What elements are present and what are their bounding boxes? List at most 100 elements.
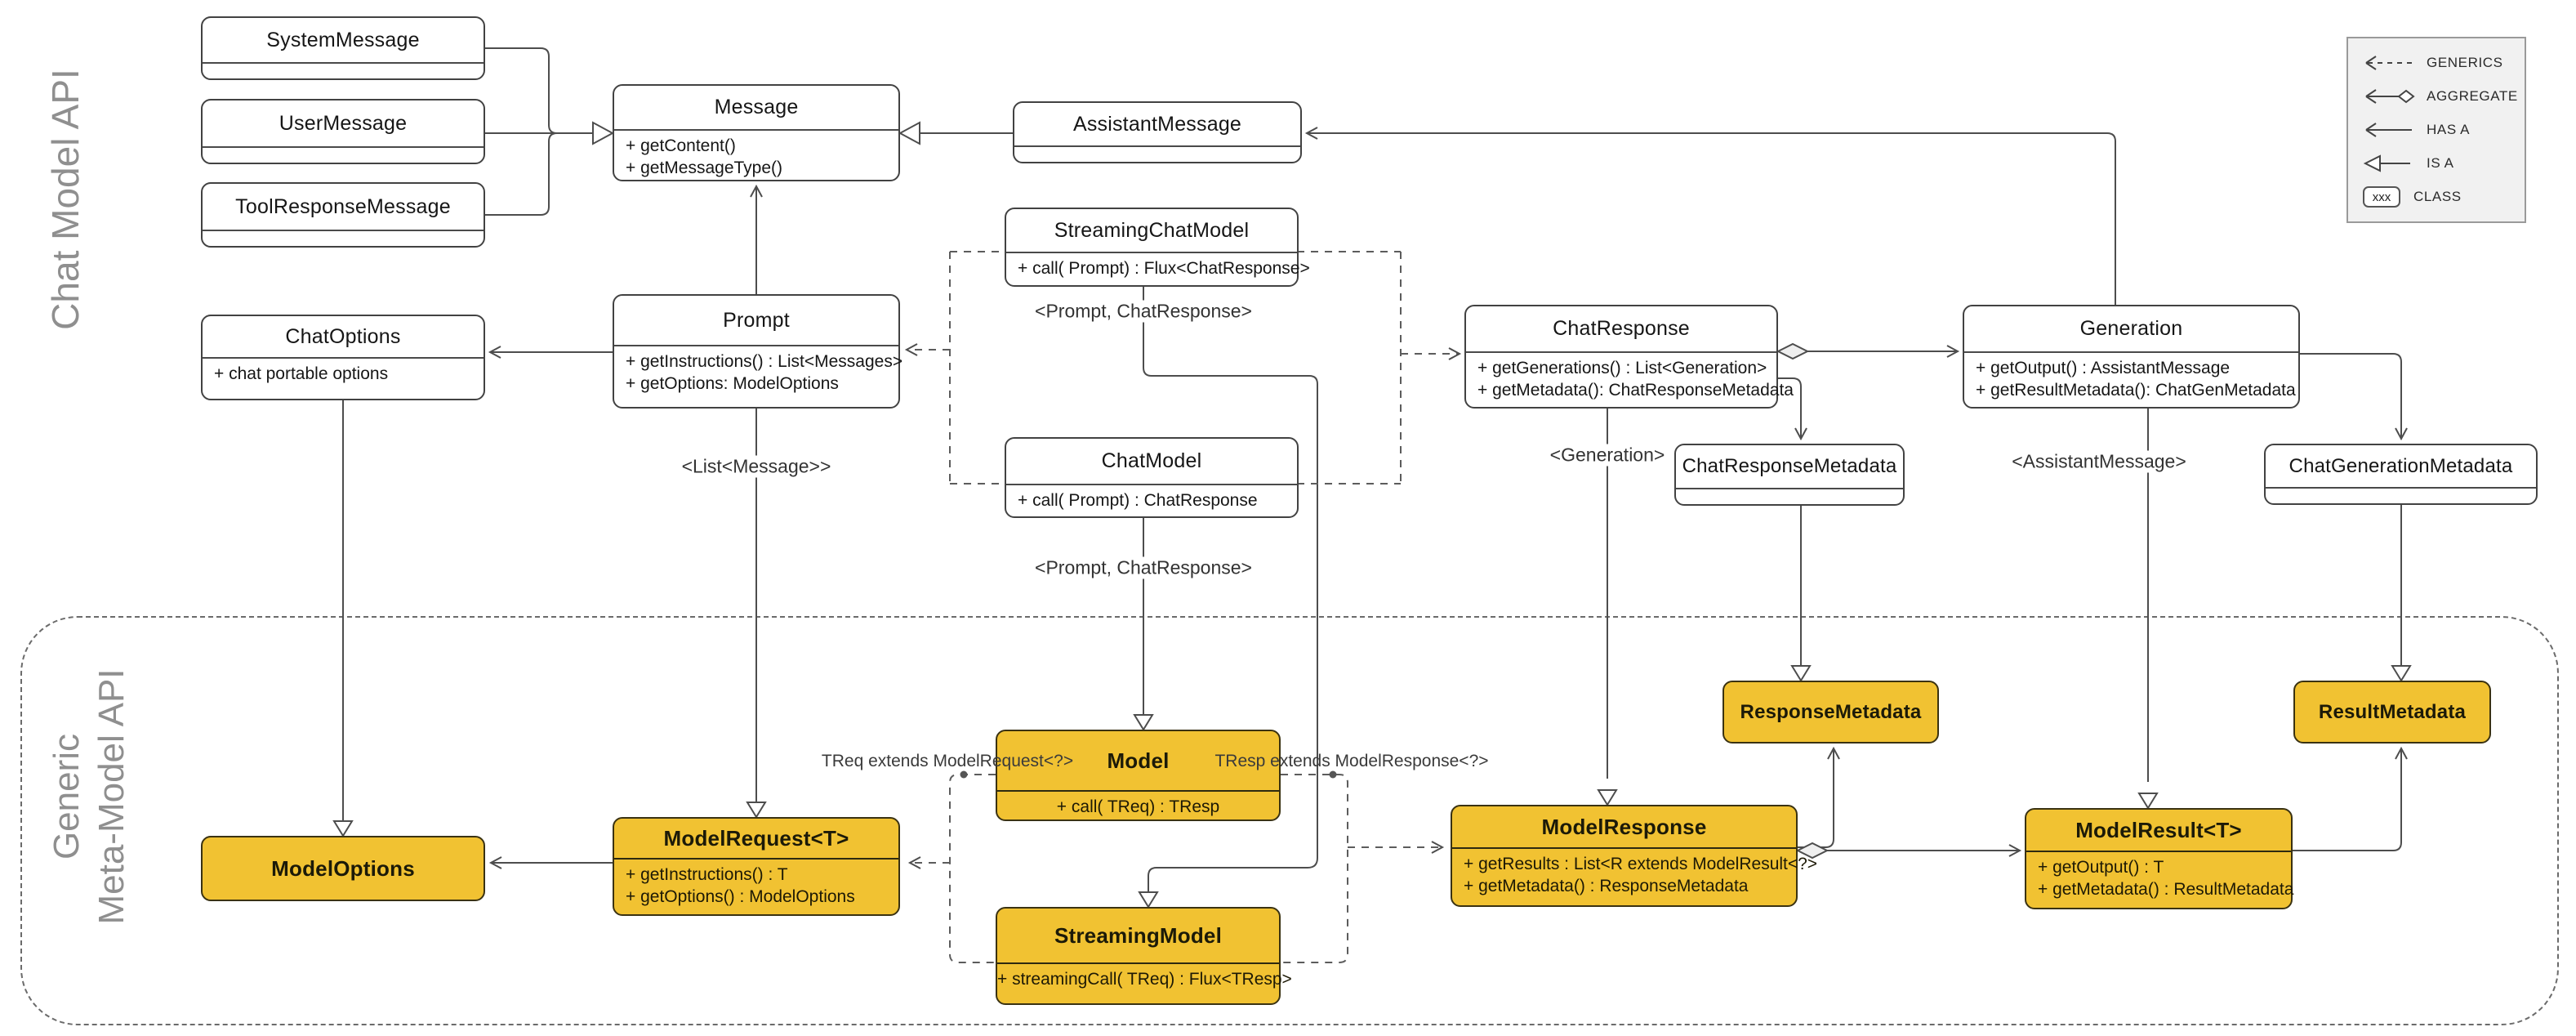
class-title: Prompt xyxy=(723,308,790,332)
class-box-chat-options: ChatOptions + chat portable options xyxy=(201,315,485,400)
method: + call( Prompt) : ChatResponse xyxy=(1018,491,1258,510)
method: + call( TReq) : TResp xyxy=(1056,797,1220,816)
class-title: ChatResponse xyxy=(1553,317,1690,340)
class-title: ResponseMetadata xyxy=(1740,700,1922,723)
methods-compartment: + call( TReq) : TResp xyxy=(997,790,1279,819)
legend-row-generics: GENERICS xyxy=(2363,51,2525,75)
class-box-result-metadata: ResultMetadata xyxy=(2293,681,2491,744)
legend-row-class: xxx CLASS xyxy=(2363,185,2525,209)
is-a-arrow-icon xyxy=(2363,154,2410,172)
class-box-streaming-model: StreamingModel + streamingCall( TReq) : … xyxy=(996,907,1292,1005)
methods-compartment: + getContent() + getMessageType() xyxy=(614,129,898,180)
class-title: SystemMessage xyxy=(266,28,420,51)
class-box-model-options: ModelOptions xyxy=(201,836,485,901)
legend-label: GENERICS xyxy=(2427,55,2503,71)
method: + getInstructions() : T xyxy=(626,865,788,884)
method: + getMetadata() : ResultMetadata xyxy=(2038,880,2294,899)
method: + getOutput() : AssistantMessage xyxy=(1976,359,2231,377)
class-box-model: Model + call( TReq) : TResp xyxy=(996,730,1281,821)
generics-label-chat-model: <Prompt, ChatResponse> xyxy=(1030,556,1257,579)
class-title: StreamingChatModel xyxy=(1054,218,1250,242)
class-title: ResultMetadata xyxy=(2318,700,2467,723)
method: + getOptions() : ModelOptions xyxy=(626,887,855,906)
method: + chat portable options xyxy=(214,364,389,383)
generics-arrow-icon xyxy=(2365,56,2413,71)
method: + getGenerations() : List<Generation> xyxy=(1477,359,1767,377)
method: + getResultMetadata(): ChatGenMetadata xyxy=(1976,381,2296,400)
method: + getInstructions() : List<Messages> xyxy=(626,352,903,371)
class-box-assistant-message: AssistantMessage xyxy=(1013,101,1302,163)
methods-compartment: + call( Prompt) : ChatResponse xyxy=(1006,484,1297,516)
class-title: Generation xyxy=(2079,317,2183,340)
method: + getMetadata(): ChatResponseMetadata xyxy=(1477,381,1794,400)
aggregate-arrow-icon xyxy=(2365,89,2415,105)
methods-compartment: + streamingCall( TReq) : Flux<TResp> xyxy=(997,962,1292,1003)
class-title: Model xyxy=(1107,748,1170,773)
empty-compartment xyxy=(1676,488,1903,504)
legend-label: HAS A xyxy=(2427,121,2471,137)
method: + getOutput() : T xyxy=(2038,858,2164,877)
class-box-model-result: ModelResult<T> + getOutput() : T + getMe… xyxy=(2025,808,2293,909)
class-box-chat-response-metadata: ChatResponseMetadata xyxy=(1674,444,1905,506)
class-box-prompt: Prompt + getInstructions() : List<Messag… xyxy=(613,294,903,409)
empty-compartment xyxy=(2266,487,2536,503)
class-box-message: Message + getContent() + getMessageType(… xyxy=(613,84,900,181)
class-title: Message xyxy=(714,96,799,118)
empty-compartment xyxy=(203,146,484,163)
methods-compartment: + chat portable options xyxy=(203,357,484,399)
class-box-chat-generation-metadata: ChatGenerationMetadata xyxy=(2264,444,2538,505)
method: + getMetadata() : ResponseMetadata xyxy=(1464,877,1749,895)
class-box-model-response: ModelResponse + getResults : List<R exte… xyxy=(1451,805,1818,907)
class-box-model-request: ModelRequest<T> + getInstructions() : T … xyxy=(613,817,900,916)
class-title: ModelResponse xyxy=(1541,814,1707,839)
empty-compartment xyxy=(203,230,484,246)
class-title: UserMessage xyxy=(279,111,408,135)
methods-compartment: + getInstructions() : List<Messages> + g… xyxy=(614,345,903,407)
method: + getOptions: ModelOptions xyxy=(626,374,839,393)
type-bound-label-tresp: TResp extends ModelResponse<?> xyxy=(1214,752,1489,770)
type-bound-label-treq: TReq extends ModelRequest<?> xyxy=(821,752,1074,770)
class-title: ChatOptions xyxy=(285,324,401,348)
methods-compartment: + call( Prompt) : Flux<ChatResponse> xyxy=(1006,252,1310,285)
methods-compartment: + getGenerations() : List<Generation> + … xyxy=(1466,351,1794,407)
generics-label-streaming-chat-model: <Prompt, ChatResponse> xyxy=(1030,300,1257,323)
class-box-generation: Generation + getOutput() : AssistantMess… xyxy=(1963,305,2300,409)
empty-compartment xyxy=(1014,145,1300,162)
class-box-streaming-chat-model: StreamingChatModel + call( Prompt) : Flu… xyxy=(1005,208,1310,287)
class-box-user-message: UserMessage xyxy=(201,99,485,164)
method: + getResults : List<R extends ModelResul… xyxy=(1464,855,1818,873)
legend-label: AGGREGATE xyxy=(2427,88,2518,105)
methods-compartment: + getOutput() : AssistantMessage + getRe… xyxy=(1964,351,2298,407)
class-box-system-message: SystemMessage xyxy=(201,16,485,80)
generic-meta-model-container xyxy=(20,616,2559,1025)
class-title: ModelRequest<T> xyxy=(663,825,849,851)
class-title: ModelResult<T> xyxy=(2075,817,2242,842)
legend: GENERICS AGGREGATE HAS A xyxy=(2346,37,2526,223)
legend-label: IS A xyxy=(2427,154,2454,171)
class-title: StreamingModel xyxy=(1054,922,1223,948)
legend-row-is-a: IS A xyxy=(2363,151,2525,176)
method: + call( Prompt) : Flux<ChatResponse> xyxy=(1018,259,1310,278)
class-title: ChatResponseMetadata xyxy=(1682,455,1897,477)
method: + getMessageType() xyxy=(626,159,783,177)
class-box-icon: xxx xyxy=(2363,185,2400,208)
empty-compartment xyxy=(203,62,484,78)
methods-compartment: + getOutput() : T + getMetadata() : Resu… xyxy=(2026,851,2294,908)
class-box-response-metadata: ResponseMetadata xyxy=(1723,681,1939,744)
class-title: AssistantMessage xyxy=(1072,112,1242,136)
method: + getContent() xyxy=(626,136,736,155)
class-box-chat-model: ChatModel + call( Prompt) : ChatResponse xyxy=(1005,437,1299,518)
legend-row-aggregate: AGGREGATE xyxy=(2363,84,2525,109)
legend-label: CLASS xyxy=(2413,188,2462,204)
class-title: ModelOptions xyxy=(271,855,415,881)
legend-row-has-a: HAS A xyxy=(2363,118,2525,142)
class-box-tool-response-message: ToolResponseMessage xyxy=(201,182,485,248)
has-a-arrow-icon xyxy=(2365,123,2412,137)
class-title: ChatGenerationMetadata xyxy=(2289,454,2513,477)
class-title: ToolResponseMessage xyxy=(235,194,451,218)
class-title: ChatModel xyxy=(1101,449,1202,472)
generics-label-chat-response: <Generation> xyxy=(1544,444,1670,467)
method: + streamingCall( TReq) : Flux<TResp> xyxy=(997,970,1292,989)
class-box-chat-response: ChatResponse + getGenerations() : List<G… xyxy=(1464,305,1794,409)
